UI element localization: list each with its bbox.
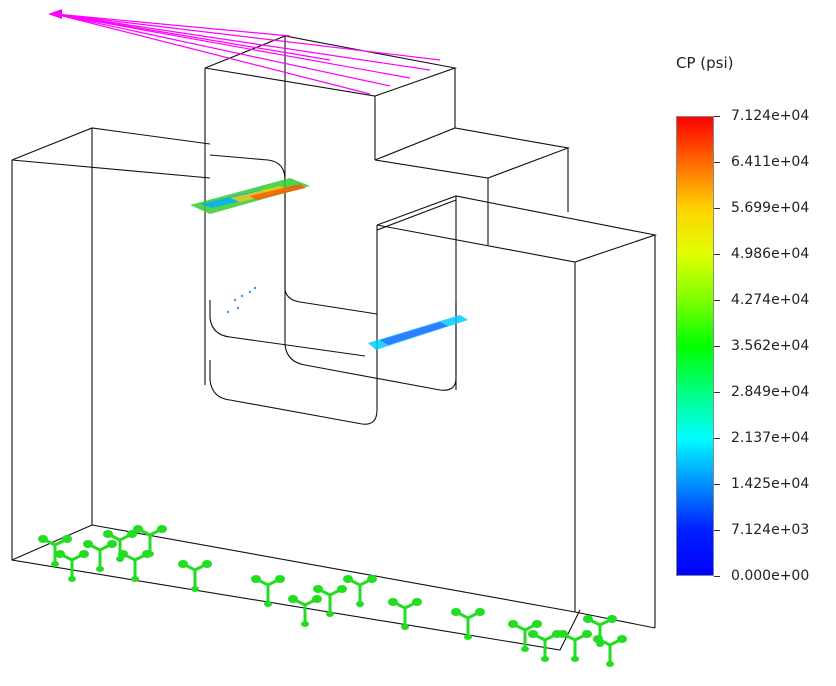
fixed-support-icon xyxy=(251,575,285,607)
fixed-support-icon xyxy=(38,535,72,567)
stress-contour-lower xyxy=(368,315,468,350)
legend-tick-mark xyxy=(714,254,720,255)
legend-tick-mark xyxy=(714,116,720,117)
fixed-support-icon xyxy=(55,550,89,582)
legend-color-bar xyxy=(676,116,714,576)
force-arrow-icon xyxy=(48,9,441,95)
legend-tick-mark xyxy=(714,300,720,301)
fixed-support-icon xyxy=(343,575,377,607)
fixed-support-icon xyxy=(118,550,152,582)
legend-tick-label: 0.000e+00 xyxy=(731,568,810,584)
legend-tick-label: 2.137e+04 xyxy=(731,430,810,446)
legend-title: CP (psi) xyxy=(676,54,734,72)
legend-tick-label: 7.124e+04 xyxy=(731,108,810,124)
fixed-support-icon xyxy=(313,585,347,617)
fixture-markers xyxy=(38,525,627,667)
legend-tick-label: 7.124e+03 xyxy=(731,522,810,538)
legend-tick-mark xyxy=(714,162,720,163)
legend-tick-mark xyxy=(714,208,720,209)
stress-contour-scatter xyxy=(226,286,257,314)
legend-tick-label: 3.562e+04 xyxy=(731,338,810,354)
stress-contour-upper xyxy=(190,178,310,214)
legend-tick-label: 4.274e+04 xyxy=(731,292,810,308)
fixed-support-icon xyxy=(133,525,167,557)
fixed-support-icon xyxy=(388,598,422,630)
fixed-support-icon xyxy=(451,608,485,640)
model-wireframe xyxy=(11,35,658,651)
fixed-support-icon xyxy=(83,540,117,572)
legend-tick-mark xyxy=(714,392,720,393)
fixed-support-icon xyxy=(593,635,627,667)
legend-tick-label: 6.411e+04 xyxy=(731,154,810,170)
legend-tick-label: 2.849e+04 xyxy=(731,384,810,400)
legend-tick-label: 4.986e+04 xyxy=(731,246,810,262)
legend-tick-mark xyxy=(714,576,720,577)
legend-tick-label: 1.425e+04 xyxy=(731,476,810,492)
legend-tick-mark xyxy=(714,438,720,439)
fixed-support-icon xyxy=(178,560,212,592)
fixed-support-icon xyxy=(288,595,322,627)
legend-tick-mark xyxy=(714,530,720,531)
legend-tick-mark xyxy=(714,346,720,347)
fixed-support-icon xyxy=(558,630,592,662)
legend-tick-label: 5.699e+04 xyxy=(731,200,810,216)
legend-tick-mark xyxy=(714,484,720,485)
fixed-support-icon xyxy=(528,630,562,662)
fixed-support-icon xyxy=(508,620,542,652)
